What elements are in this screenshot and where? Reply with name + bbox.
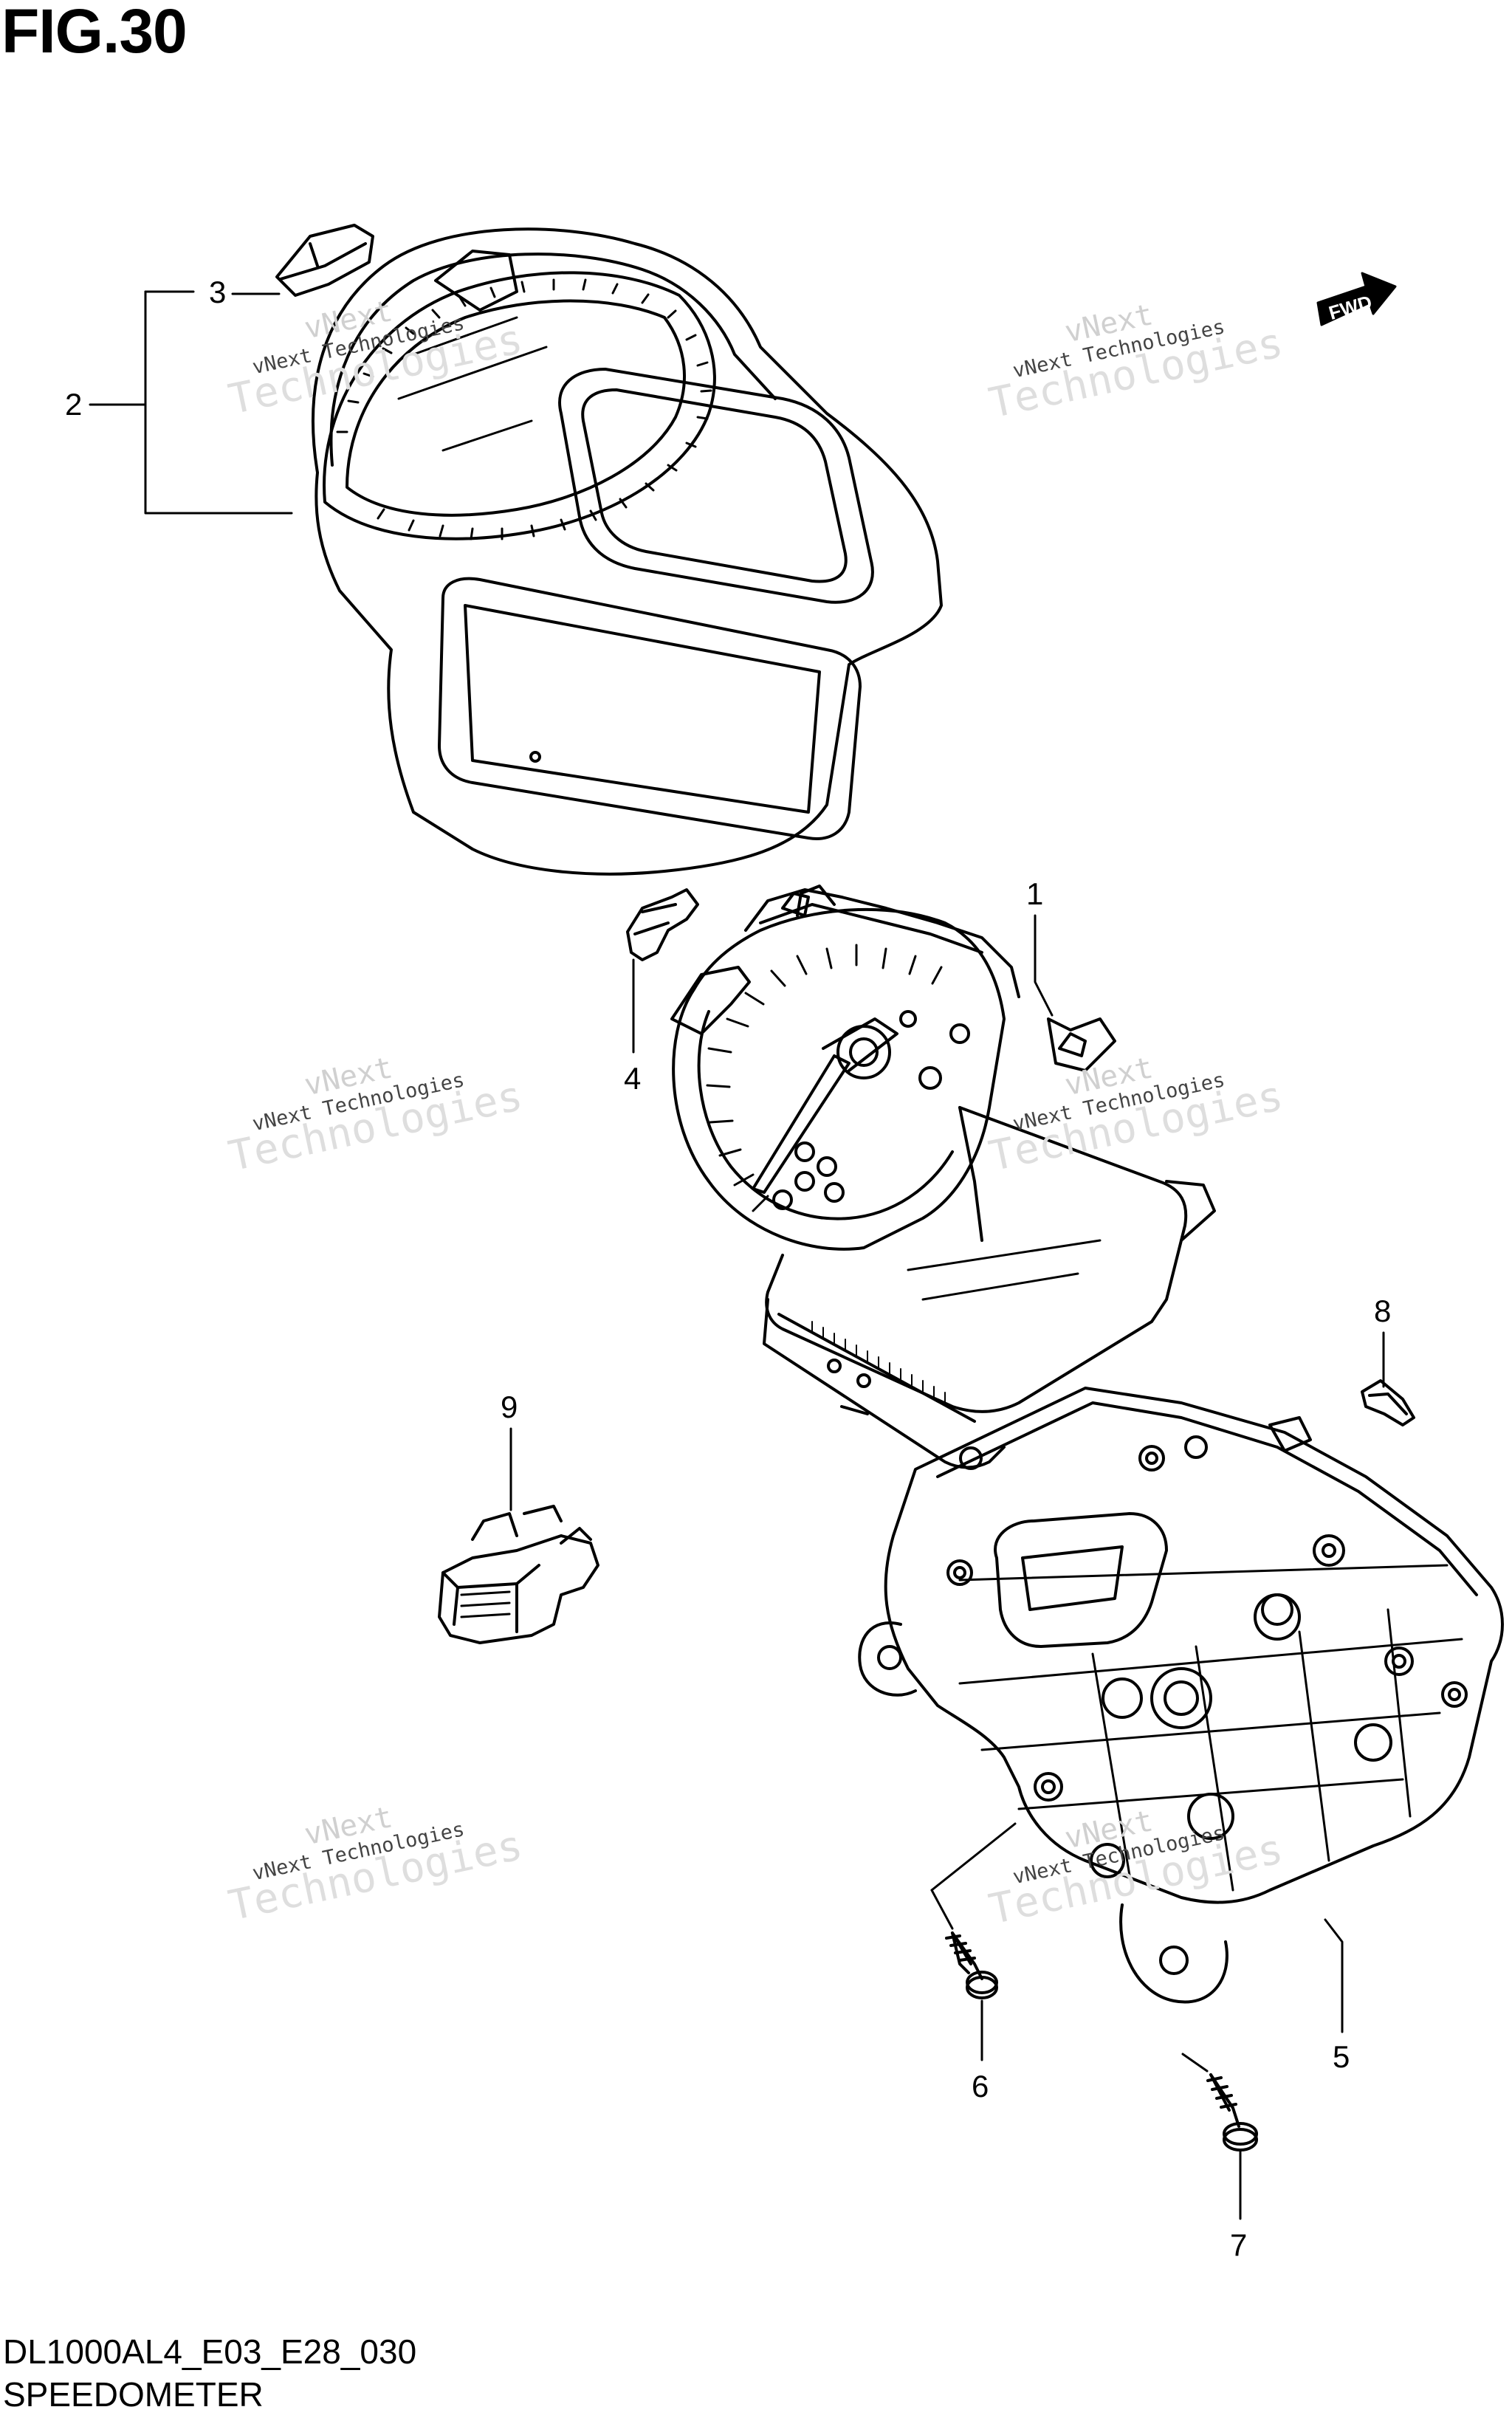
callout-5: 5: [1333, 2039, 1350, 2074]
connector-part-9[interactable]: [438, 1505, 599, 1644]
leader-lines: [89, 290, 1385, 2220]
screw-part-7[interactable]: [1206, 2073, 1258, 2152]
callout-numbers: 1 2 3 4 5 6 7 8 9: [65, 275, 1391, 2262]
screw-part-6[interactable]: [945, 1931, 998, 1999]
fwd-label: FWD: [1326, 291, 1374, 324]
callout-8: 8: [1374, 1294, 1391, 1328]
callout-2: 2: [65, 387, 82, 422]
callout-4: 4: [624, 1061, 641, 1096]
callout-6: 6: [972, 2069, 989, 2104]
clip-part-3[interactable]: [275, 224, 374, 297]
clip-part-4[interactable]: [626, 888, 699, 961]
rear-case-part-5[interactable]: [858, 1387, 1504, 2004]
section-name: SPEEDOMETER: [3, 2375, 264, 2414]
clip-part-8[interactable]: [1361, 1379, 1415, 1426]
callout-3: 3: [209, 275, 226, 309]
model-code: DL1000AL4_E03_E28_030: [3, 2332, 417, 2371]
callout-7: 7: [1230, 2228, 1247, 2262]
meter-assembly-part-1[interactable]: [670, 885, 1216, 1470]
callout-9: 9: [501, 1390, 518, 1424]
callout-1: 1: [1026, 876, 1043, 911]
meter-cover-part-2[interactable]: [312, 227, 943, 876]
forward-direction-arrow-icon: FWD: [1316, 272, 1397, 326]
figure-title: FIG.30: [1, 0, 188, 66]
